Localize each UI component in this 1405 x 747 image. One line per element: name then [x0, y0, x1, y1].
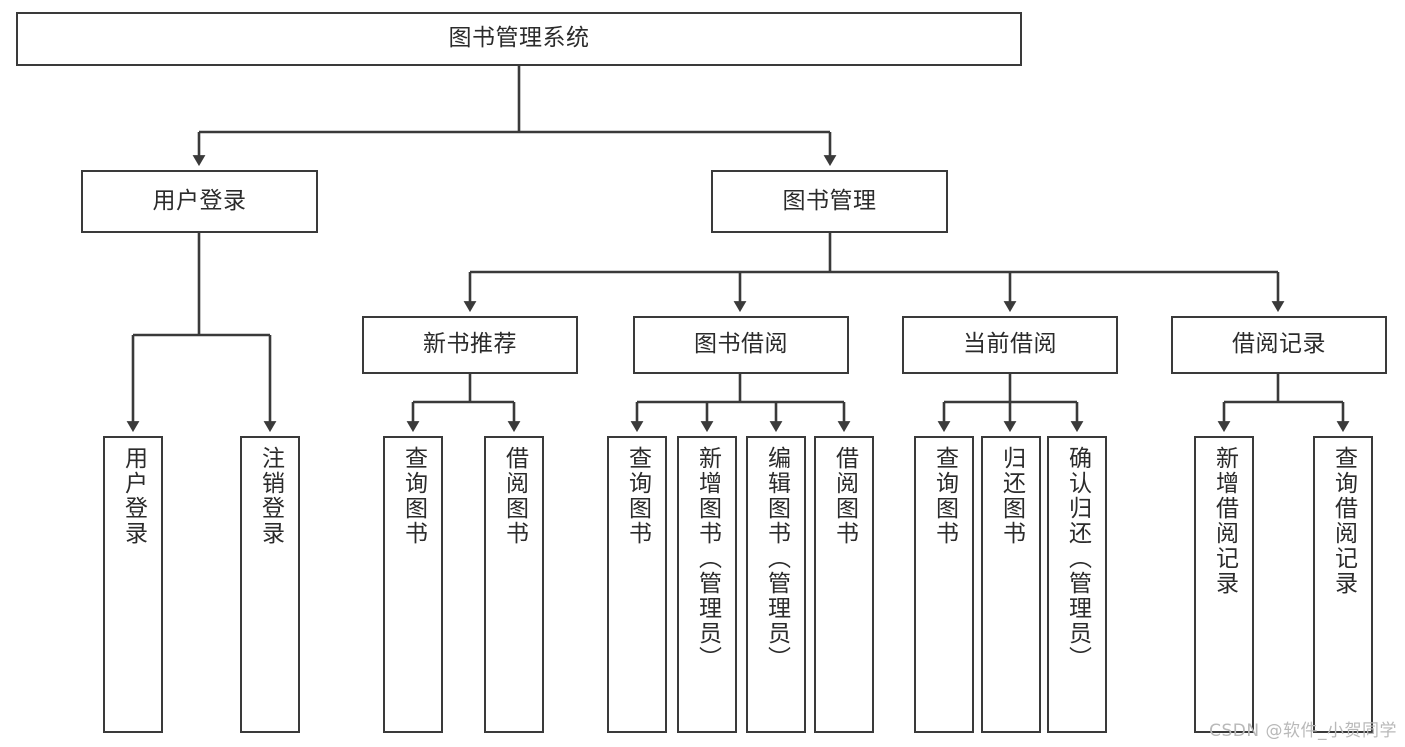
- node-label: 借阅记录: [1232, 331, 1326, 358]
- leaf-return-book[interactable]: 归还图书: [981, 436, 1041, 733]
- leaf-add-record[interactable]: 新增借阅记录: [1194, 436, 1254, 733]
- node-label: 用户登录: [152, 187, 247, 214]
- node-book-management[interactable]: 图书管理: [711, 170, 948, 233]
- leaf-query-record[interactable]: 查询借阅记录: [1313, 436, 1373, 733]
- node-label: 查询图书: [931, 446, 958, 546]
- node-label: 新增图书（管理员）: [694, 446, 721, 671]
- csdn-watermark: CSDN @软件_小贺同学: [1209, 721, 1397, 741]
- node-book-borrow[interactable]: 图书借阅: [633, 316, 849, 374]
- node-label: 图书借阅: [694, 331, 788, 358]
- node-label: 注销登录: [257, 446, 284, 546]
- leaf-borrow-book-2[interactable]: 借阅图书: [814, 436, 874, 733]
- leaf-query-book-3[interactable]: 查询图书: [914, 436, 974, 733]
- node-label: 当前借阅: [963, 331, 1057, 358]
- node-label: 借阅图书: [501, 446, 528, 546]
- node-label: 借阅图书: [831, 446, 858, 546]
- node-root-book-management-system[interactable]: 图书管理系统: [16, 12, 1022, 66]
- node-label: 查询图书: [624, 446, 651, 546]
- leaf-user-login[interactable]: 用户登录: [103, 436, 163, 733]
- node-borrow-record[interactable]: 借阅记录: [1171, 316, 1387, 374]
- node-label: 用户登录: [120, 446, 147, 546]
- node-label: 查询图书: [400, 446, 427, 546]
- leaf-add-book[interactable]: 新增图书（管理员）: [677, 436, 737, 733]
- node-label: 新书推荐: [423, 331, 517, 358]
- node-label: 新增借阅记录: [1211, 446, 1238, 596]
- node-label: 编辑图书（管理员）: [763, 446, 790, 671]
- node-user-login[interactable]: 用户登录: [81, 170, 318, 233]
- node-label: 归还图书: [998, 446, 1025, 546]
- node-label: 图书管理: [782, 187, 877, 214]
- node-new-book-recommend[interactable]: 新书推荐: [362, 316, 578, 374]
- leaf-query-book-2[interactable]: 查询图书: [607, 436, 667, 733]
- node-label: 图书管理系统: [448, 25, 590, 52]
- node-label: 查询借阅记录: [1330, 446, 1357, 596]
- node-current-borrow[interactable]: 当前借阅: [902, 316, 1118, 374]
- leaf-confirm-return[interactable]: 确认归还（管理员）: [1047, 436, 1107, 733]
- leaf-borrow-book-1[interactable]: 借阅图书: [484, 436, 544, 733]
- leaf-query-book-1[interactable]: 查询图书: [383, 436, 443, 733]
- leaf-edit-book[interactable]: 编辑图书（管理员）: [746, 436, 806, 733]
- leaf-logout-login[interactable]: 注销登录: [240, 436, 300, 733]
- node-label: 确认归还（管理员）: [1064, 446, 1091, 671]
